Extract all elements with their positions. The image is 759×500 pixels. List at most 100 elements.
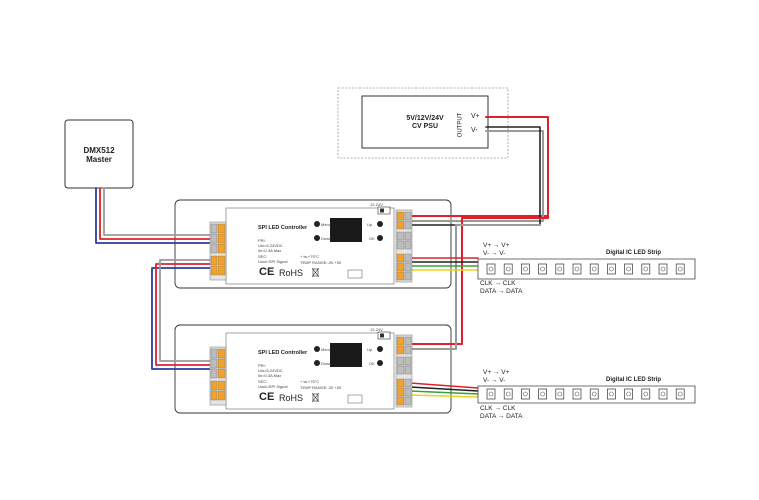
led-chip-lens [591,266,597,272]
controller-1-lcd [330,218,362,242]
controller-1-menu-button[interactable] [314,221,320,227]
controller-2-voltage-tag: 12-24V [370,327,383,332]
strip-1-map-vminus: V- → V- [483,250,506,257]
strip-2-map-vminus: V- → V- [483,377,506,384]
controller-1-voltage-tag: 12-24V [370,202,383,207]
wire-out2-yellow [409,394,479,398]
controller-1-down-button[interactable] [314,235,320,241]
weee-bin-icon [311,267,320,278]
led-chip [675,263,685,275]
strip-1-label: Digital IC LED Strip [606,250,662,256]
dmx-master-line1: DMX512 [83,146,115,155]
led-chip [589,388,599,400]
led-chip-lens [660,266,666,272]
controller-2-ok-button[interactable] [377,360,383,366]
dip-knob [380,208,384,213]
controller-2-rohs-mark: RoHS [279,393,304,403]
strip-2-map-vplus: V+ → V+ [483,369,510,376]
wire-dmx-grey [103,187,213,236]
dmx-master-box [64,119,134,189]
controller-1-left-terminals [209,221,227,281]
led-chip [589,263,599,275]
controller-2-sec: SEC: [258,379,268,384]
led-chip [572,388,582,400]
controller-2-menu-button[interactable] [314,346,320,352]
wire-out2-green [409,390,479,395]
controller-2-pri: PRI: [258,363,266,368]
controller-1-ta: + ta:+75°C [300,254,320,259]
led-chip-lens [557,266,563,272]
led-chip-lens [574,266,580,272]
wire-dmx-blue [95,187,213,244]
controller-1-title: SPI LED Controller [258,225,308,231]
wire-psu-grey-1 [409,130,544,222]
controller-2-left-terminals [209,346,227,406]
controller-1-ok-button[interactable] [377,235,383,241]
led-chip-lens [677,266,683,272]
controller-1-menu-label: Menu [321,222,332,227]
led-chip-lens [540,266,545,272]
controller-2-menu-label: Menu [321,347,332,352]
led-chip-lens [488,266,494,272]
led-chip [521,388,530,400]
weee-bin-icon [311,392,320,403]
controller-1-rohs-mark: RoHS [279,268,304,278]
controller-1-down-label: Down [321,236,332,241]
strip-2-map-clk: CLK → CLK [480,405,516,412]
controller-2-up-label: Up [367,347,373,352]
controller-2-pri-i: Iin=0.3A Max [258,373,282,378]
led-strip-1 [477,258,696,280]
led-chip-lens [677,391,683,397]
strip-1-map-clk: CLK → CLK [480,280,516,287]
wire-psu-red-1 [409,116,549,217]
psu-vminus-label: V- [471,127,478,134]
strip-1-map-data: DATA → DATA [480,288,523,295]
controller-1-up-button[interactable] [377,221,383,227]
strip-1-map-vplus: V+ → V+ [483,242,510,249]
controller-1-right-terminals [395,209,413,283]
led-chip [607,263,616,275]
psu-outer-box [337,87,509,159]
controller-2-ok-label: OK [369,361,375,366]
controller-2-up-button[interactable] [377,346,383,352]
dmx-master-line2: Master [86,155,112,164]
led-chip [538,263,547,275]
controller-1-sec: SEC: [258,254,268,259]
controller-1-pri-v: Uin=5-24VDC [258,243,283,248]
wire-psu-black-2 [409,224,541,350]
wire-chain-grey [159,259,213,362]
led-chip-lens [523,391,528,397]
controller-2-down-button[interactable] [314,360,320,366]
led-chip [641,388,651,400]
wire-dmx-red [99,187,213,240]
psu-output-label: OUTPUT [457,112,464,138]
led-chip-lens [523,266,528,272]
wire-psu-red-2 [409,215,549,345]
led-chip-lens [574,391,580,397]
controller-1-up-label: Up [367,222,373,227]
controller-2-ce-mark: CE [259,391,275,403]
wire-chain-blue [151,267,213,370]
led-chip [641,263,651,275]
controller-2-down-label: Down [321,361,332,366]
led-chip [675,388,685,400]
controller-1-face [225,207,395,285]
rating-box [347,269,363,279]
controller-1-ce-mark: CE [259,266,275,278]
controller-1-pri: PRI: [258,238,266,243]
led-chip-lens [505,391,511,397]
led-chip [607,388,616,400]
controller-2-title: SPI LED Controller [258,350,308,356]
led-chip [572,263,582,275]
led-chip-lens [505,266,511,272]
controller-1-sec-out: Uout=SPI Signal [258,259,288,264]
led-chip [503,263,513,275]
strip-2-map-data: DATA → DATA [480,413,523,420]
led-chip [521,263,530,275]
controller-2-sec-out: Uout=SPI Signal [258,384,288,389]
led-chip-lens [643,266,649,272]
led-chip-lens [591,391,597,397]
led-chip [503,388,513,400]
psu-line1: 5V/12V/24V [406,115,444,122]
led-chip-lens [540,391,545,397]
